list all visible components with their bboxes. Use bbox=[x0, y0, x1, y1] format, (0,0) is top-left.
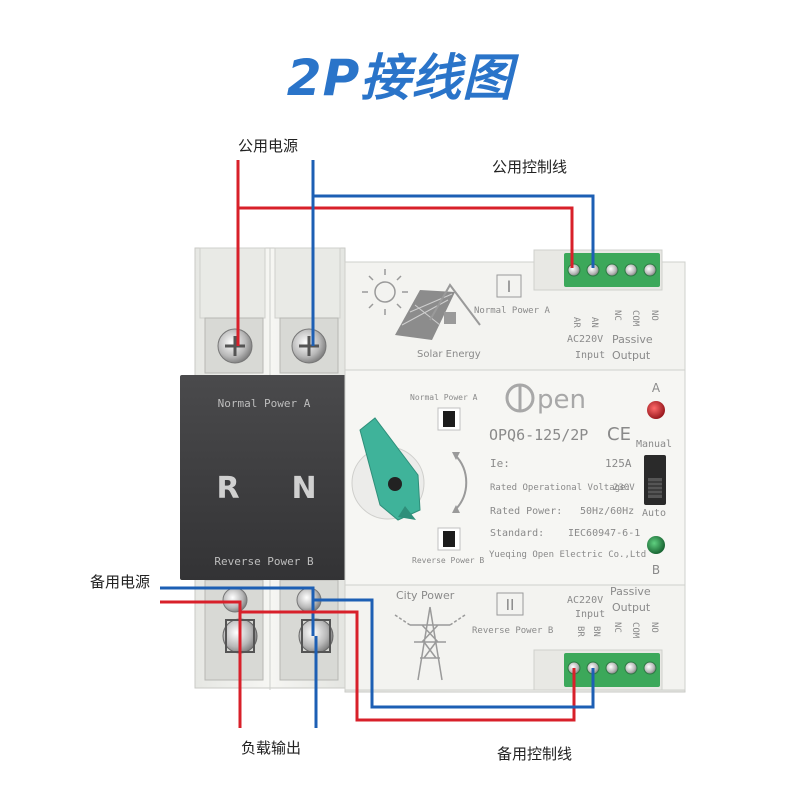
bottom-module-power-label: Reverse Power B bbox=[472, 626, 553, 636]
phase-r-label: R bbox=[216, 471, 239, 506]
phase-n-label: N bbox=[291, 471, 316, 506]
rated-power-value: 50Hz/60Hz bbox=[580, 506, 634, 517]
top-terminal-block bbox=[533, 249, 663, 291]
top-terminal-nc: NC bbox=[612, 310, 622, 321]
power-tower-icon bbox=[394, 606, 466, 681]
brand-name: pen bbox=[537, 385, 586, 415]
left-panel-reverse-label: Reverse Power B bbox=[214, 555, 314, 568]
indicator-a-led bbox=[647, 401, 665, 419]
backup-control-callout: 备用控制线 bbox=[497, 745, 573, 763]
mode-manual-label: Manual bbox=[636, 439, 672, 450]
top-module-power-label: Normal Power A bbox=[474, 306, 550, 316]
ie-value: 125A bbox=[605, 457, 632, 470]
rated-voltage-value: 230V bbox=[613, 483, 635, 493]
top-terminal-no: NO bbox=[649, 310, 659, 321]
normal-control-callout: 公用控制线 bbox=[492, 158, 568, 176]
ats-body: Solar Energy I Normal Power A AR AN AC22… bbox=[344, 249, 686, 693]
standard-value: IEC60947-6-1 bbox=[568, 528, 640, 539]
page-title: 2P接线图 bbox=[286, 49, 514, 107]
module-one-numeral: I bbox=[507, 277, 512, 296]
bottom-terminal-nc: NC bbox=[612, 622, 622, 633]
selector-knob[interactable] bbox=[351, 417, 425, 521]
top-terminal-com: COM bbox=[630, 310, 640, 327]
left-panel-normal-label: Normal Power A bbox=[218, 397, 311, 410]
top-input-voltage: AC220V bbox=[567, 334, 603, 345]
bottom-input-label: Input bbox=[575, 609, 605, 620]
ie-label: Ie: bbox=[490, 457, 510, 470]
rated-power-label: Rated Power: bbox=[490, 506, 562, 517]
bottom-terminal-com: COM bbox=[630, 622, 640, 639]
bottom-output-label: Output bbox=[612, 601, 651, 614]
standard-label: Standard: bbox=[490, 528, 544, 539]
mode-auto-label: Auto bbox=[642, 508, 666, 519]
terminal-br-label: BR bbox=[575, 626, 585, 637]
bottom-terminal-block bbox=[533, 649, 663, 691]
solar-energy-label: Solar Energy bbox=[417, 349, 481, 360]
indicator-b-label: B bbox=[652, 563, 660, 577]
indicator-a-label: A bbox=[652, 381, 661, 395]
rotate-arrow-icon bbox=[452, 452, 468, 513]
backup-control-live-wire bbox=[240, 610, 576, 722]
bottom-input-voltage: AC220V bbox=[567, 595, 603, 606]
top-input-label: Input bbox=[575, 350, 605, 361]
top-passive-label: Passive bbox=[612, 333, 653, 346]
front-panel: Normal Power A R N Reverse Power B bbox=[180, 375, 348, 580]
terminal-an-label: AN bbox=[589, 317, 599, 328]
indicator-b-led bbox=[647, 536, 665, 554]
normal-control-neutral-wire bbox=[313, 194, 595, 268]
normal-supply-callout: 公用电源 bbox=[238, 137, 299, 155]
backup-supply-callout: 备用电源 bbox=[90, 573, 151, 591]
bottom-terminal-no: NO bbox=[649, 622, 659, 633]
wiring bbox=[160, 160, 595, 728]
terminal-ar-label: AR bbox=[571, 317, 581, 328]
manufacturer-label: Yueqing Open Electric Co.,Ltd bbox=[489, 550, 646, 560]
reverse-power-window-label: Reverse Power B bbox=[412, 556, 484, 565]
solar-energy-icon bbox=[362, 269, 481, 340]
backup-live-wire bbox=[160, 600, 242, 636]
city-power-label: City Power bbox=[396, 589, 455, 602]
backup-control-neutral-wire bbox=[313, 598, 595, 709]
terminal-bn-label: BN bbox=[591, 626, 601, 637]
ce-mark: CE bbox=[607, 424, 631, 445]
top-output-label: Output bbox=[612, 349, 651, 362]
bottom-passive-label: Passive bbox=[610, 585, 651, 598]
brand-logo-icon bbox=[505, 383, 535, 413]
load-output-callout: 负载输出 bbox=[241, 739, 302, 757]
backup-neutral-wire bbox=[160, 586, 315, 636]
module-two-numeral: II bbox=[506, 596, 515, 614]
model-number: OPQ6-125/2P bbox=[489, 426, 588, 444]
normal-power-window-label: Normal Power A bbox=[410, 393, 478, 402]
normal-control-live-wire bbox=[238, 206, 574, 268]
mode-switch[interactable] bbox=[644, 455, 666, 505]
rated-voltage-label: Rated Operational Voltage: bbox=[490, 483, 631, 493]
